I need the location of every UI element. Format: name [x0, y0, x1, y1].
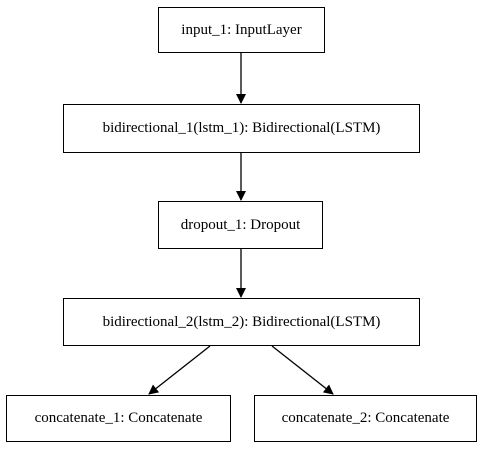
node-label: dropout_1: Dropout	[180, 216, 301, 233]
node-label: concatenate_1: Concatenate	[34, 410, 203, 426]
node-label: bidirectional_1(lstm_1): Bidirectional(L…	[102, 120, 381, 136]
node-label: input_1: InputLayer	[181, 21, 302, 38]
node-label: bidirectional_2(lstm_2): Bidirectional(L…	[102, 313, 381, 330]
node-dropout: dropout_1: Dropout	[158, 201, 323, 249]
node-bidirectional-1: bidirectional_1(lstm_1): Bidirectional(L…	[63, 104, 420, 153]
edge-bidirectional-2-to-concatenate-1	[148, 345, 211, 395]
node-label: concatenate_2: Concatenate	[281, 410, 450, 426]
node-concatenate-2: concatenate_2: Concatenate	[254, 395, 477, 442]
node-bidirectional-2: bidirectional_2(lstm_2): Bidirectional(L…	[63, 298, 420, 346]
node-input-layer: input_1: InputLayer	[158, 7, 325, 53]
edge-bidirectional-2-to-concatenate-2	[271, 345, 334, 395]
node-concatenate-1: concatenate_1: Concatenate	[6, 395, 231, 442]
